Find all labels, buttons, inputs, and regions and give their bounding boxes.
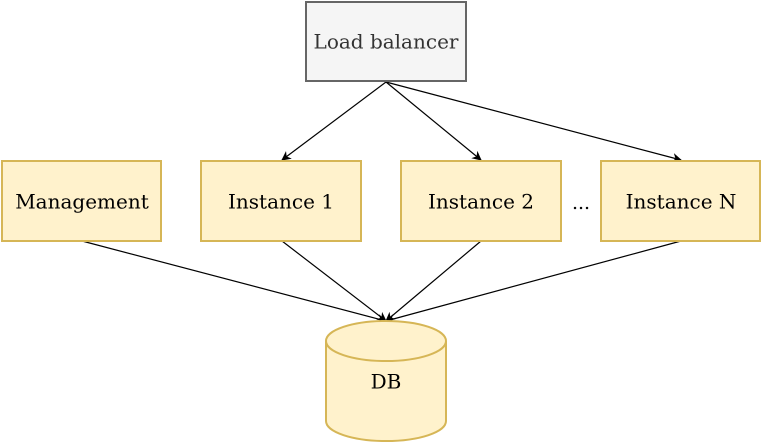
node-instance-2[interactable]: Instance 2 [400,160,562,242]
node-load-balancer[interactable]: Load balancer [305,1,467,82]
edge-lb-to-instance-2 [385,81,482,161]
node-management[interactable]: Management [1,160,162,242]
load-balancer-label: Load balancer [314,30,459,54]
instance-n-label: Instance N [626,190,737,214]
node-instance-n[interactable]: Instance N [600,160,761,242]
edge-instance-2-to-db [385,240,482,322]
edge-management-to-db [81,240,387,324]
instances-ellipsis: ... [572,192,590,214]
instance-2-label: Instance 2 [428,190,534,214]
instance-n-box [600,160,761,242]
instance-2-box [400,160,562,242]
load-balancer-box [305,1,467,82]
instance-1-label: Instance 1 [228,190,334,214]
db-label: DB [371,370,402,394]
node-instance-1[interactable]: Instance 1 [200,160,362,242]
db-cylinder-top [325,320,447,362]
edge-instance-n-to-db [385,240,682,324]
management-label: Management [15,190,149,214]
instance-1-box [200,160,362,242]
edge-lb-to-instance-n [385,81,682,163]
management-box [1,160,162,242]
node-db[interactable]: DB [325,320,447,442]
edge-lb-to-instance-1 [281,81,387,161]
db-cylinder-body [325,341,447,442]
edge-instance-1-to-db [281,240,387,322]
